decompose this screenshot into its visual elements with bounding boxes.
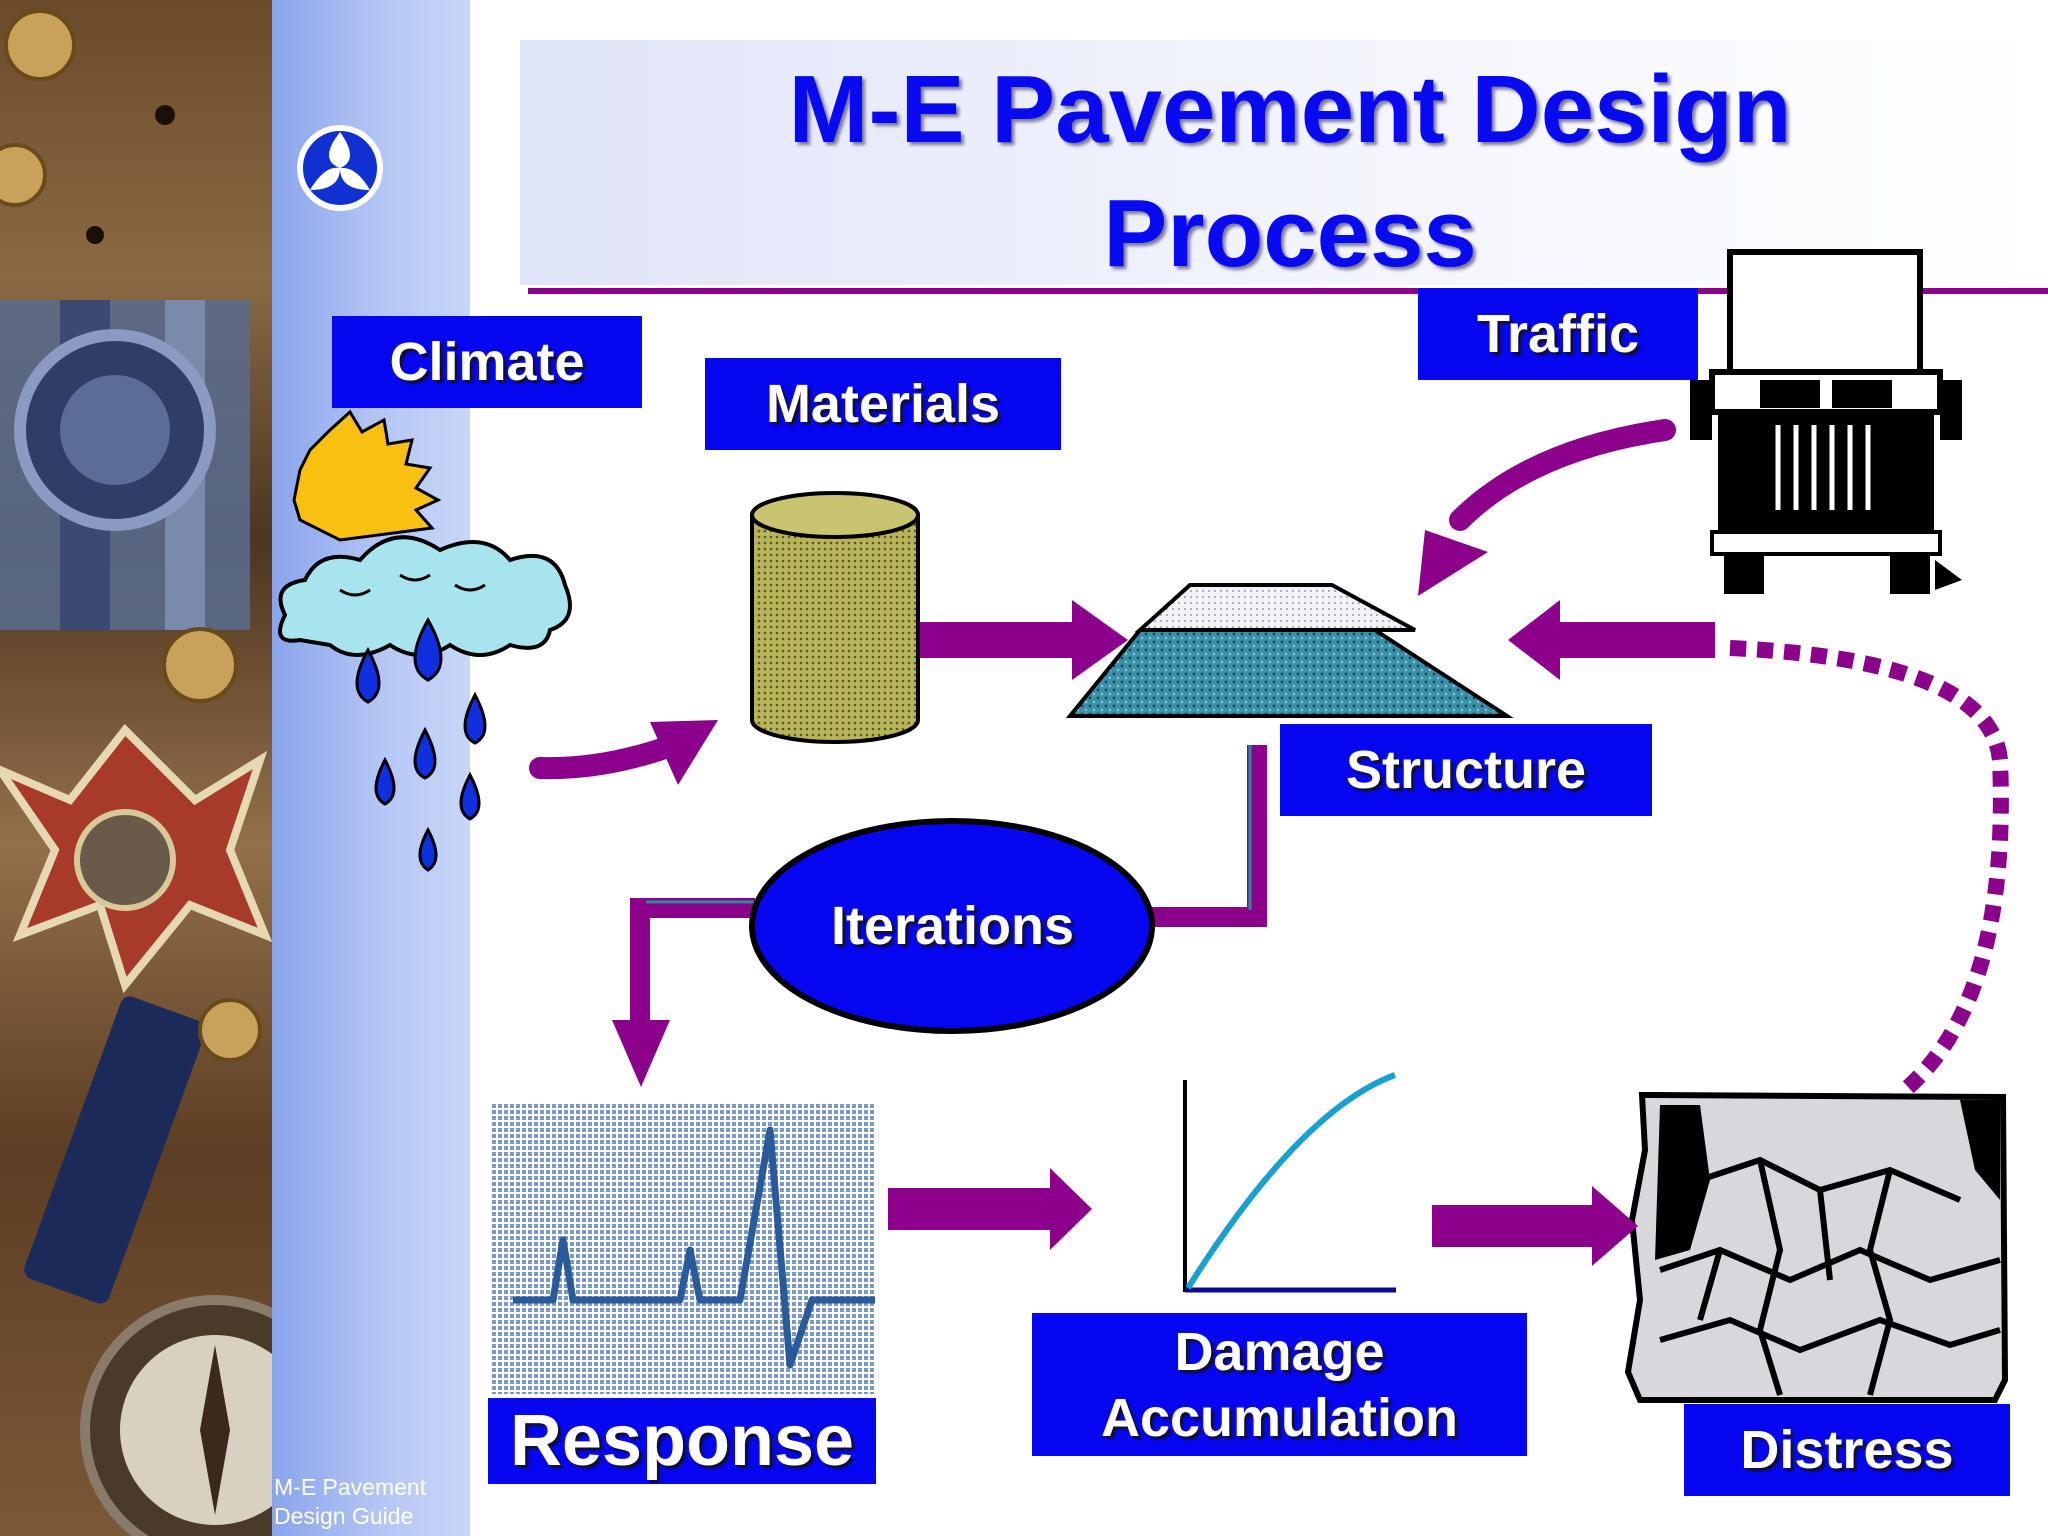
cracked-pavement-icon: [1624, 1091, 2009, 1403]
damage-curve-icon: [1183, 1072, 1397, 1293]
traffic-label: Traffic: [1418, 288, 1698, 380]
structure-to-iterations-line: [1150, 745, 1267, 927]
truck-icon: [1690, 249, 1962, 594]
medal-collage-icon: [0, 9, 272, 1536]
title-divider: [528, 288, 2048, 294]
title-band: [520, 40, 2040, 285]
flow-arrows: [529, 419, 2009, 1266]
materials-label: Materials: [705, 358, 1061, 450]
traffic-to-structure-arrow: [1449, 419, 1676, 531]
response-label: Response: [488, 1398, 876, 1484]
footer-caption: M-E Pavement Design Guide: [274, 1474, 427, 1529]
iterations-label: Iterations: [830, 896, 1075, 956]
distress-feedback-dotted-line: [1729, 640, 2009, 1097]
response-signal-icon: [490, 1102, 875, 1394]
pavement-layers-icon: [1065, 583, 1514, 718]
material-cylinder-icon: [750, 491, 920, 744]
blue-side-band: [272, 0, 470, 1536]
damage-accumulation-label: Damage Accumulation: [1032, 1313, 1527, 1456]
climate-to-materials-arrow: [529, 737, 676, 780]
response-to-damage-arrow: [888, 1188, 1050, 1230]
feedback-to-structure-arrow: [1560, 622, 1715, 658]
damage-to-distress-arrow: [1432, 1205, 1592, 1247]
cloud-sun-rain-icon: [278, 409, 572, 872]
distress-label: Distress: [1684, 1404, 2010, 1496]
structure-label: Structure: [1280, 724, 1652, 816]
slide-title: M-E Pavement Design Process: [788, 56, 1792, 287]
decorative-photo-strip: [0, 0, 272, 1536]
materials-to-structure-arrow: [920, 622, 1072, 658]
iterations-ellipse: [749, 818, 1155, 1034]
climate-label: Climate: [332, 316, 642, 408]
iterations-to-response-arrow: [630, 898, 755, 1030]
